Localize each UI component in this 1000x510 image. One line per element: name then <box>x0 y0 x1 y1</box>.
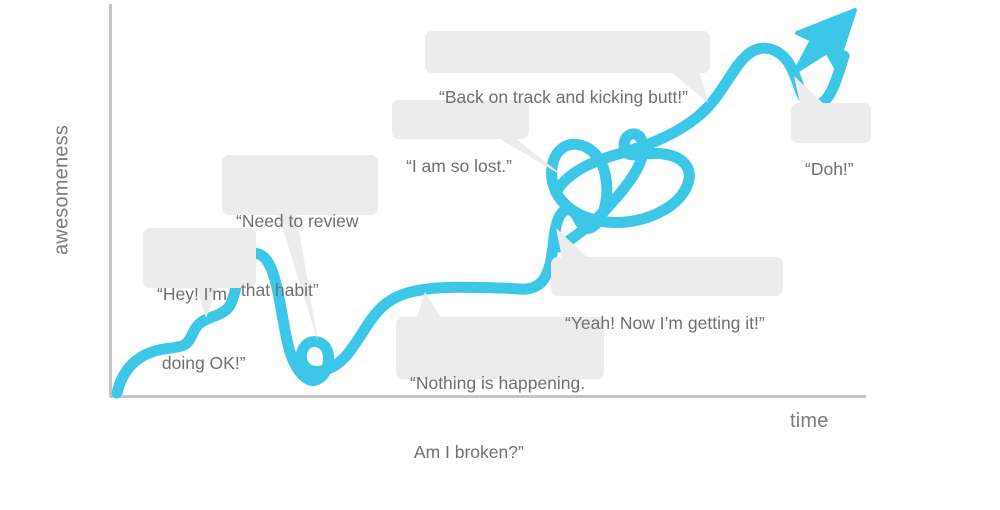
callout-need-to-review: “Need to review that habit” <box>222 155 378 300</box>
callout-hey-doing-ok-line1: “Hey! I’m <box>157 284 227 304</box>
callout-back-on-track: “Back on track and kicking butt!” <box>425 31 710 107</box>
callout-i-am-so-lost-line1: “I am so lost.” <box>406 156 512 176</box>
callout-yeah-getting-it: “Yeah! Now I’m getting it!” <box>551 257 783 333</box>
tail-doh <box>794 76 824 104</box>
callout-doh: “Doh!” <box>791 103 871 179</box>
callout-tails-group <box>196 73 824 342</box>
x-axis-label: time <box>790 410 829 432</box>
callout-hey-doing-ok: “Hey! I’m doing OK!” <box>143 228 256 373</box>
tail-hey-doing-ok <box>196 286 218 318</box>
callout-need-to-review-line1: “Need to review <box>236 211 359 231</box>
chart-axes <box>109 4 866 398</box>
callout-yeah-getting-it-line1: “Yeah! Now I’m getting it!” <box>565 313 765 333</box>
callout-doh-line1: “Doh!” <box>805 159 854 179</box>
chart-canvas: awesomeness time “Hey! I’m doing OK!” “N… <box>51 4 871 462</box>
tail-need-to-review <box>278 213 318 342</box>
tail-i-am-so-lost <box>500 139 566 178</box>
callout-hey-doing-ok-line2: doing OK!” <box>157 353 246 373</box>
arrowhead-icon <box>793 8 857 74</box>
callout-i-am-so-lost: “I am so lost.” <box>392 100 529 176</box>
tail-back-on-track <box>672 73 708 103</box>
callout-nothing-is-happening-line1: “Nothing is happening. <box>410 373 586 393</box>
callout-back-on-track-line1: “Back on track and kicking butt!” <box>439 87 688 107</box>
callout-need-to-review-line2: that habit” <box>236 280 319 300</box>
callout-nothing-is-happening: “Nothing is happening. Am I broken?” <box>396 317 604 462</box>
callout-nothing-is-happening-line2: Am I broken?” <box>410 442 524 462</box>
tail-yeah-getting-it <box>556 228 588 258</box>
trend-curve-recovery <box>550 42 850 198</box>
tail-nothing-is-happening <box>417 292 441 318</box>
